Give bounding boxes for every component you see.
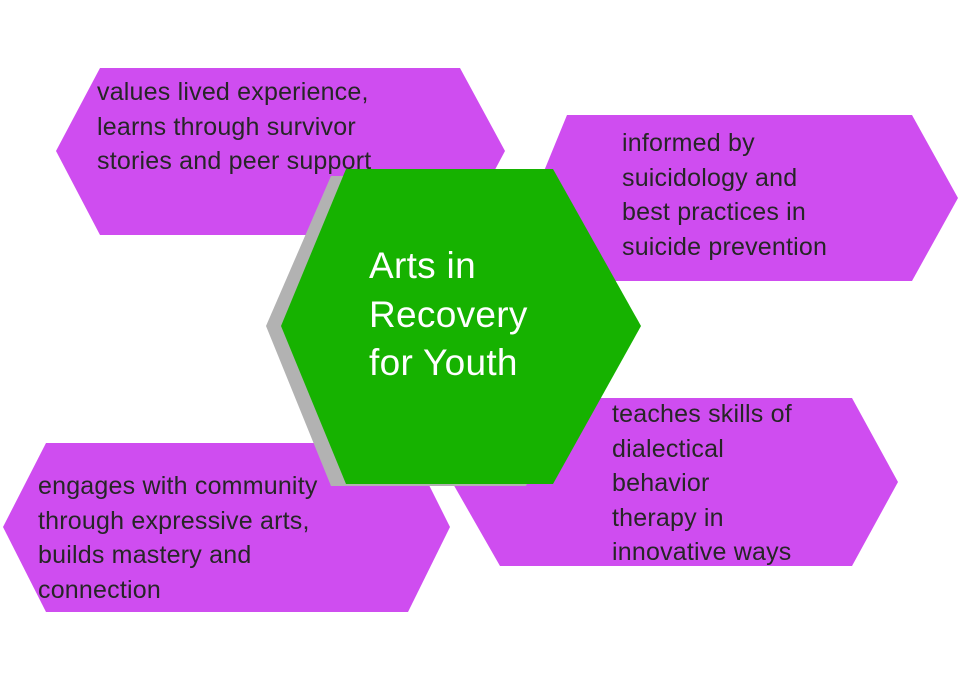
node-text-bottom-left: engages with community through expressiv… xyxy=(38,472,318,604)
node-text-bottom-right: teaches skills of dialectical behavior t… xyxy=(612,400,792,566)
hexagon-top-right xyxy=(533,115,958,281)
node-text-top-left: values lived experience, learns through … xyxy=(97,78,372,175)
center-title: Arts in Recovery for Youth xyxy=(369,245,528,383)
center-hexagon xyxy=(281,169,641,484)
node-text-top-right: informed by suicidology and best practic… xyxy=(622,129,828,261)
